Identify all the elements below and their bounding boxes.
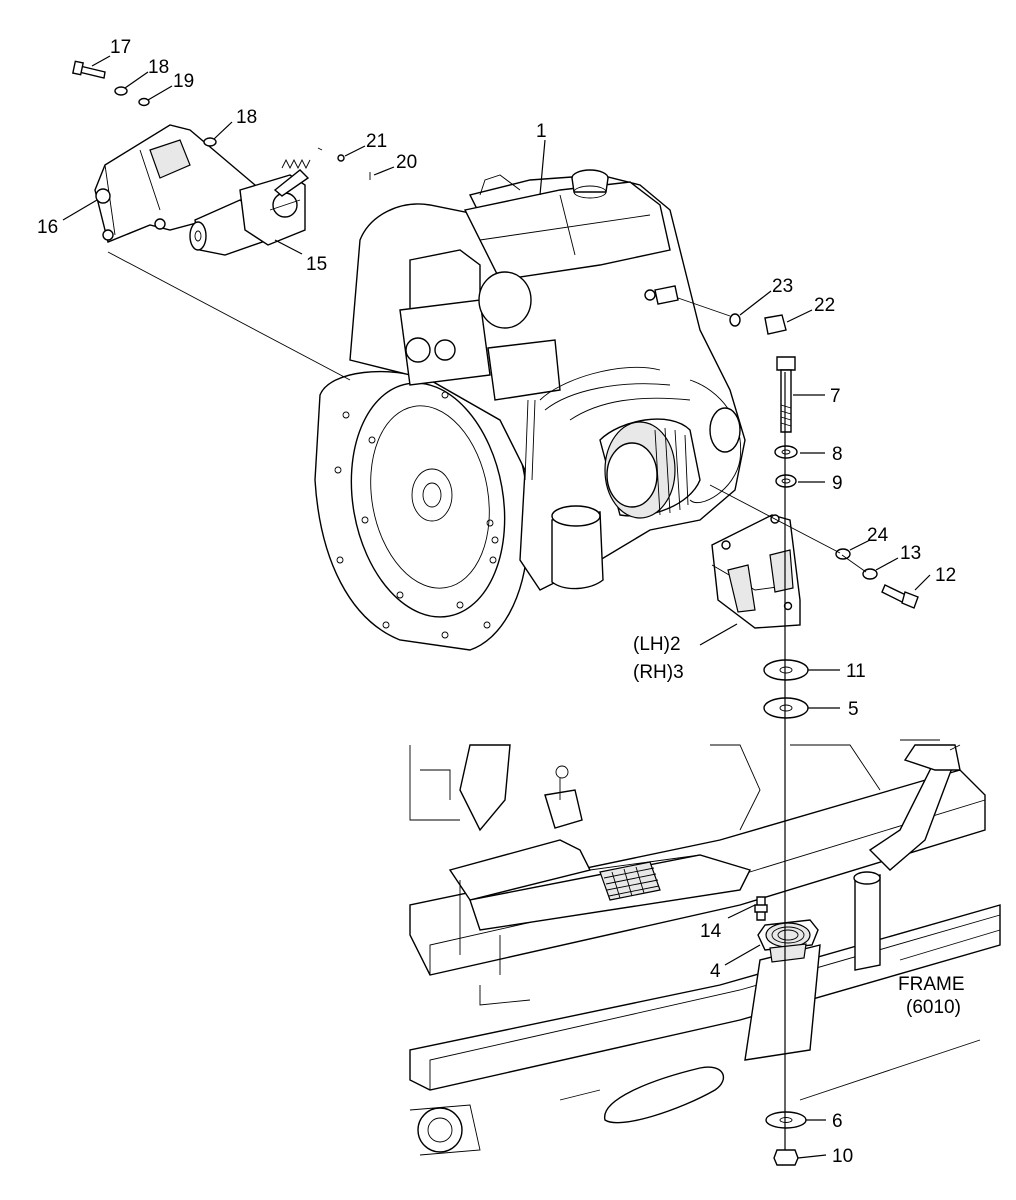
callout-4: 4 [710,961,721,982]
callout-19: 19 [173,71,194,92]
leader-lines [62,55,931,1159]
mount-hardware [555,297,919,1166]
callout-labels: 1 (LH)2 (RH)3 4 5 6 7 8 9 10 11 12 13 14… [37,37,965,1167]
callout-20: 20 [396,152,417,173]
callout-14: 14 [700,921,722,942]
frame-assembly [409,739,1001,1156]
assembly-lines [107,251,867,1150]
callout-11: 11 [846,661,866,682]
callout-7: 7 [830,386,841,407]
callout-15: 15 [306,254,327,275]
callout-10: 10 [832,1146,853,1167]
solenoid-assembly [72,60,371,256]
callout-8: 8 [832,444,843,465]
callout-16: 16 [37,217,58,238]
callout-1: 1 [536,121,547,142]
callout-3: (RH)3 [633,662,684,683]
callout-13: 13 [900,543,921,564]
frame-ref-line2: (6010) [906,997,961,1018]
callout-12: 12 [935,565,956,586]
callout-18a: 18 [148,57,169,78]
engine-assembly [314,169,746,651]
callout-9: 9 [832,473,843,494]
callout-18b: 18 [236,107,257,128]
callout-17: 17 [110,37,131,58]
frame-ref-line1: FRAME [898,974,965,995]
callout-21: 21 [366,131,387,152]
callout-24: 24 [867,525,889,546]
callout-22: 22 [814,295,835,316]
callout-5: 5 [848,699,859,720]
callout-23: 23 [772,276,793,297]
callout-2: (LH)2 [633,634,681,655]
callout-6: 6 [832,1111,843,1132]
